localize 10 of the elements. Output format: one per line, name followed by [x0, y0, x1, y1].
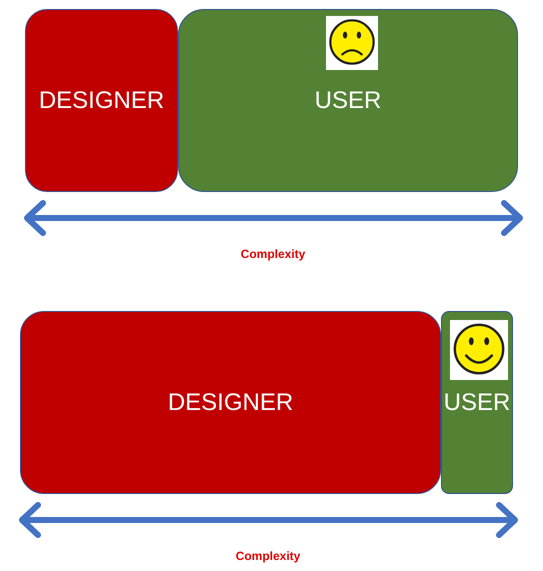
block-label: USER [444, 388, 510, 416]
block-label: DESIGNER [38, 86, 164, 114]
axis-label: Complexity [236, 549, 300, 563]
rounded-block [178, 9, 518, 192]
rounded-block [441, 311, 513, 494]
block-label: DESIGNER [168, 388, 294, 416]
block-label: USER [314, 86, 382, 114]
rounded-block [20, 311, 441, 494]
axis-label: Complexity [240, 247, 306, 261]
rounded-block [25, 9, 178, 192]
